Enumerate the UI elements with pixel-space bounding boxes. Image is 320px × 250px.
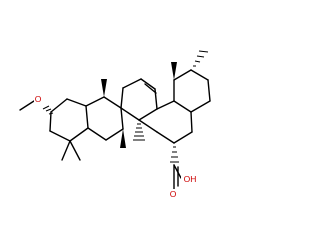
- c4-methyl-1: [61, 140, 71, 161]
- c3-hashed-bond: [42, 105, 54, 115]
- c8-methyl-wedge: [120, 129, 126, 148]
- double-bond-inner: [144, 83, 157, 94]
- ring-c: [120, 78, 158, 121]
- methoxy-methyl-bond: [19, 100, 35, 111]
- carboxylic-acid-group: O OH: [168, 146, 199, 199]
- c20-methyl-hash: [193, 50, 209, 67]
- ring-b: [85, 96, 124, 141]
- c10-methyl-wedge: [101, 79, 107, 97]
- c28-hashed-bond: [170, 146, 179, 163]
- c19-methyl-wedge: [171, 62, 177, 80]
- hydroxyl-label: OH: [184, 174, 197, 184]
- methyl-groups: [61, 50, 209, 161]
- carbonyl-oxygen-label: O: [170, 189, 177, 199]
- ring-e: [173, 69, 211, 113]
- methoxy-oxygen-label: O: [35, 94, 42, 104]
- ring-d: [138, 100, 193, 144]
- methoxy-group: O: [19, 94, 54, 115]
- c4-methyl-2: [69, 140, 81, 161]
- c14-methyl-hash: [133, 123, 145, 141]
- ring-a: [49, 98, 89, 142]
- structure-canvas: O O OH: [19, 50, 211, 199]
- skeletal-formula: O O OH: [19, 50, 211, 199]
